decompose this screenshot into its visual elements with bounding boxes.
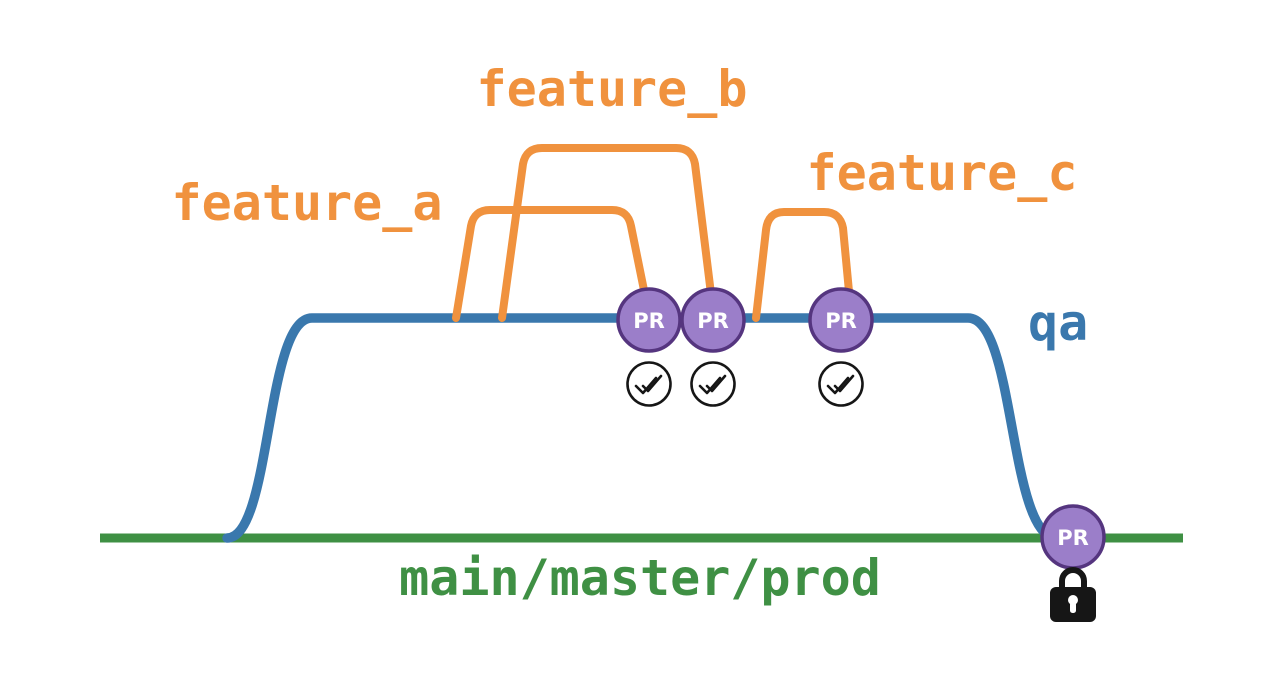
pr-badge: PR <box>1040 504 1106 570</box>
feature-b-branch-line <box>498 144 717 322</box>
main-label: main/master/prod <box>399 549 881 607</box>
pr-badge-circle <box>808 287 874 353</box>
feature-a-branch-line <box>452 206 652 322</box>
qa-label: qa <box>1028 294 1088 352</box>
check-mark <box>698 376 722 395</box>
feature-a-label: feature_a <box>172 174 443 232</box>
lock-keyhole <box>1070 602 1076 613</box>
feature-c-branch-line <box>752 208 854 322</box>
check-circle <box>626 361 672 407</box>
pr-badge-label: PR <box>697 309 729 333</box>
lock-icon <box>1050 567 1096 622</box>
double-check-circle-icon <box>626 361 672 407</box>
pr-badge: PR <box>680 287 746 353</box>
double-check-circle-icon <box>690 361 736 407</box>
pr-badge-circle <box>616 287 682 353</box>
lock-keyhole <box>1068 595 1078 605</box>
pr-badge-circle <box>680 287 746 353</box>
feature-c-label: feature_c <box>807 144 1078 202</box>
double-check-circle-icon <box>818 361 864 407</box>
check-circle <box>690 361 736 407</box>
check-mark <box>634 376 658 395</box>
check-mark <box>833 374 855 393</box>
check-mark <box>705 374 727 393</box>
feature-b-label: feature_b <box>477 60 748 118</box>
pr-badge-label: PR <box>825 309 857 333</box>
check-mark <box>641 374 663 393</box>
check-mark <box>826 376 850 395</box>
check-circle <box>818 361 864 407</box>
lock-shackle <box>1059 567 1087 589</box>
pr-badge: PR <box>808 287 874 353</box>
pr-badge-label: PR <box>633 309 665 333</box>
pr-badge-label: PR <box>1057 526 1089 550</box>
pr-badge: PR <box>616 287 682 353</box>
